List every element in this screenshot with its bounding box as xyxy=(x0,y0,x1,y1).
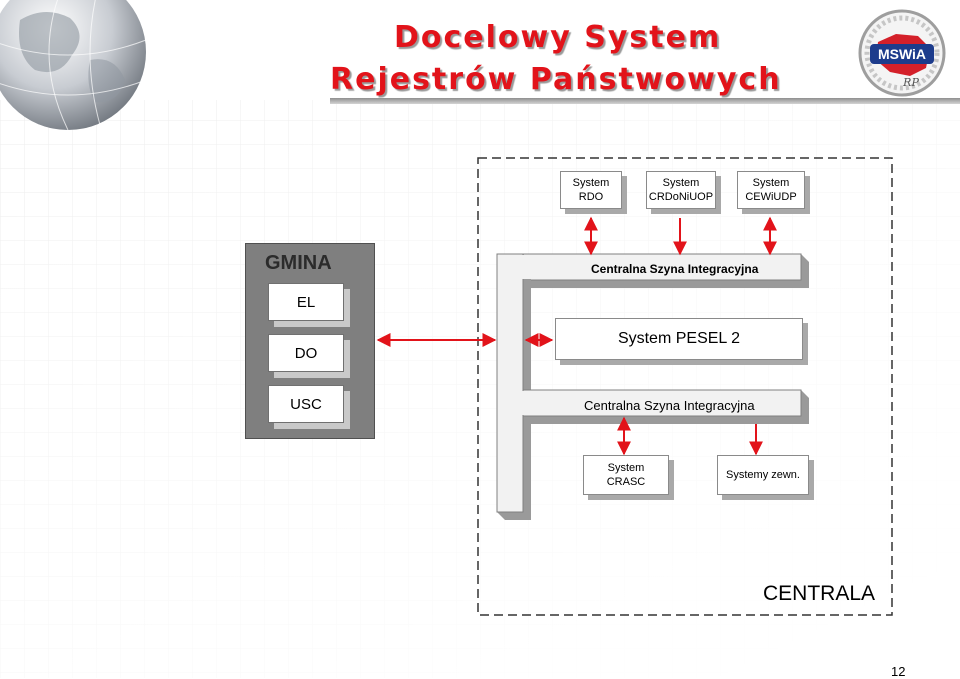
globe-image xyxy=(0,0,147,130)
centrala-container xyxy=(477,157,893,616)
system-rdo-box: System RDO xyxy=(560,171,622,209)
system-crasc-line2: CRASC xyxy=(606,476,646,488)
gmina-label: GMINA xyxy=(265,252,332,274)
system-rdo-line2: RDO xyxy=(578,191,604,203)
system-rdo-line1: System xyxy=(572,177,610,189)
system-cewiudp-line2: CEWiUDP xyxy=(745,191,797,203)
systems-external-label: Systemy zewn. xyxy=(726,469,800,481)
gmina-office-do: DO xyxy=(268,334,344,372)
system-cewiudp-line1: System xyxy=(752,177,790,189)
title-line-2: Rejestrów Państwowych xyxy=(330,62,782,97)
gmina-office-usc-label: USC xyxy=(290,395,322,413)
system-pesel-label: System PESEL 2 xyxy=(617,330,741,347)
svg-text:MSWiA: MSWiA xyxy=(878,46,926,62)
gmina-office-do-label: DO xyxy=(294,344,318,362)
system-crdoniuop-line2: CRDoNiUOP xyxy=(648,191,714,203)
svg-text:RP: RP xyxy=(902,76,919,89)
gmina-office-el: EL xyxy=(268,283,344,321)
system-crasc-line1: System xyxy=(607,462,645,474)
systems-external-box: Systemy zewn. xyxy=(717,455,809,495)
gmina-office-el-label: EL xyxy=(296,293,316,311)
system-crdoniuop-line1: System xyxy=(662,177,700,189)
title-divider xyxy=(330,98,960,104)
system-cewiudp-box: System CEWiUDP xyxy=(737,171,805,209)
system-crasc-box: System CRASC xyxy=(583,455,669,495)
bus-top-label: Centralna Szyna Integracyjna xyxy=(591,262,759,276)
mswia-logo: MSWiA RP xyxy=(858,9,946,97)
gmina-office-usc: USC xyxy=(268,385,344,423)
bus-bottom-label: Centralna Szyna Integracyjna xyxy=(584,398,755,413)
system-pesel-box: System PESEL 2 xyxy=(555,318,803,360)
title-line-1: Docelowy System xyxy=(394,20,722,55)
centrala-label: CENTRALA xyxy=(763,582,876,605)
page-number: 12 xyxy=(891,664,906,679)
integration-bus-structure xyxy=(496,253,809,520)
system-crdoniuop-box: System CRDoNiUOP xyxy=(646,171,716,209)
